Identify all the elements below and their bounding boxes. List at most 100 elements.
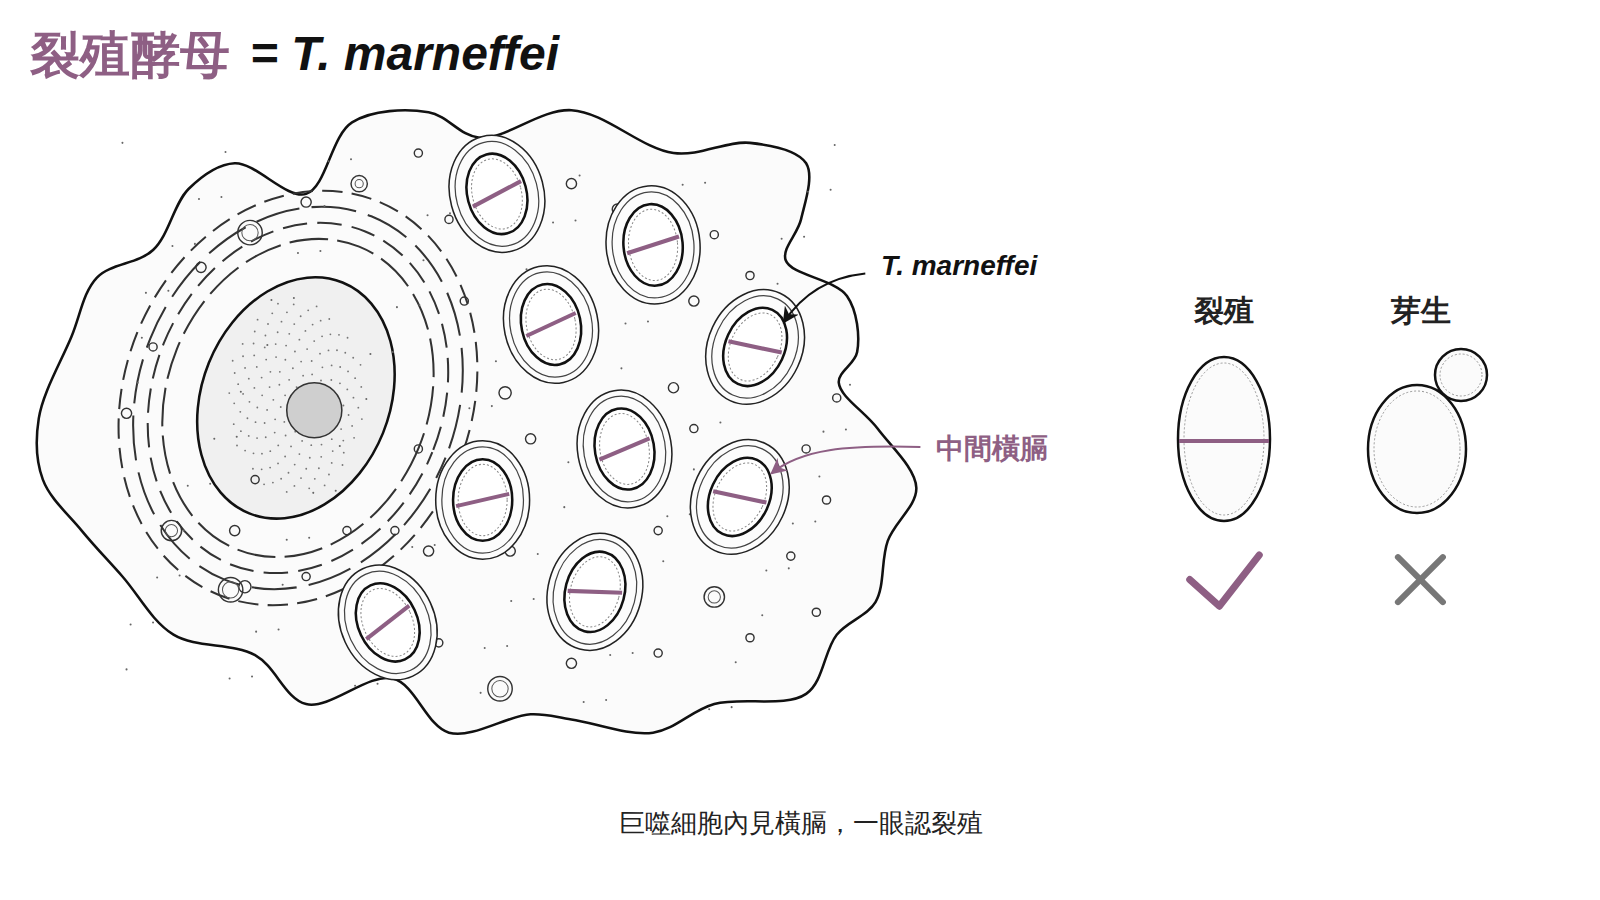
fission-cell: 裂殖 xyxy=(1144,291,1304,531)
cytoplasm-dot xyxy=(156,577,158,579)
vesicle xyxy=(710,231,718,239)
chromatin xyxy=(284,456,286,458)
chromatin xyxy=(348,414,350,416)
chromatin xyxy=(357,407,359,409)
chromatin xyxy=(265,436,267,438)
chromatin xyxy=(332,450,334,452)
vesicle xyxy=(704,587,724,607)
cytoplasm-dot xyxy=(220,196,222,198)
cytoplasm-dot xyxy=(319,250,321,252)
cross-mark xyxy=(1398,557,1443,602)
cytoplasm-dot xyxy=(708,708,710,710)
cytoplasm-dot xyxy=(312,492,314,494)
cytoplasm-dot xyxy=(822,431,824,433)
chromatin xyxy=(316,305,318,307)
node-heading: 裂殖 xyxy=(1144,291,1304,331)
cytoplasm-dot xyxy=(145,292,147,294)
yeast-cell xyxy=(688,273,823,420)
chromatin xyxy=(277,462,279,464)
cytoplasm-dot xyxy=(350,158,352,160)
node-heading: 芽生 xyxy=(1341,291,1501,331)
chromatin xyxy=(288,379,290,381)
chromatin xyxy=(277,331,279,333)
chromatin xyxy=(265,335,267,337)
chromatin xyxy=(360,386,362,388)
cytoplasm-dot xyxy=(849,384,851,386)
cytoplasm-dot xyxy=(411,546,413,548)
chromatin xyxy=(263,483,265,485)
chromatin xyxy=(321,444,323,446)
septum xyxy=(626,236,680,253)
chromatin xyxy=(277,303,279,305)
cytoplasm-dot xyxy=(567,461,569,463)
vesicle xyxy=(301,197,311,207)
chromatin xyxy=(347,370,349,372)
cytoplasm-dot xyxy=(377,683,379,685)
chromatin xyxy=(255,421,257,423)
chromatin xyxy=(310,444,312,446)
vesicle xyxy=(343,527,351,535)
chromatin xyxy=(242,343,244,345)
vesicle xyxy=(708,591,720,603)
cytoplasm-dot xyxy=(818,476,820,478)
cytoplasm-dot xyxy=(777,283,779,285)
cytoplasm-dot xyxy=(834,144,836,146)
septum xyxy=(713,480,766,514)
chromatin xyxy=(307,309,309,311)
cytoplasm-dot xyxy=(624,322,626,324)
vesicle xyxy=(746,634,754,642)
cytoplasm-dot xyxy=(236,436,238,438)
cytoplasm-dot xyxy=(583,701,585,703)
chromatin xyxy=(278,384,280,386)
yeast-cell xyxy=(436,441,530,559)
chromatin xyxy=(253,387,255,389)
vesicle xyxy=(302,572,310,580)
chromatin xyxy=(242,393,244,395)
chromatin xyxy=(242,355,244,357)
vesicle xyxy=(668,383,678,393)
endoplasmic-reticulum xyxy=(96,177,499,619)
chromatin xyxy=(248,435,250,437)
chromatin xyxy=(284,394,286,396)
vesicle xyxy=(445,215,453,223)
chromatin xyxy=(328,318,330,320)
cytoplasm-dot xyxy=(171,245,173,247)
chromatin xyxy=(233,402,235,404)
chromatin xyxy=(313,340,315,342)
chromatin xyxy=(329,333,331,335)
cytoplasm-dot xyxy=(761,614,763,616)
cytoplasm-dot xyxy=(270,299,272,301)
chromatin xyxy=(293,323,295,325)
septum xyxy=(597,438,651,459)
cytoplasm-dot xyxy=(198,198,200,200)
chromatin xyxy=(266,409,268,411)
cytoplasm-dot xyxy=(266,344,268,346)
chromatin xyxy=(294,351,296,353)
chromatin xyxy=(298,453,300,455)
chromatin xyxy=(293,485,295,487)
yeast-cell xyxy=(568,383,681,516)
cytoplasm-dot xyxy=(328,160,330,162)
chromatin xyxy=(265,359,267,361)
check-mark xyxy=(1190,555,1259,606)
chromatin xyxy=(264,346,266,348)
vesicle xyxy=(149,343,157,351)
chromatin xyxy=(339,382,341,384)
cytoplasm-dot xyxy=(137,382,139,384)
vesicle xyxy=(414,445,422,453)
cytoplasm-dot xyxy=(781,238,783,240)
vesicle xyxy=(121,408,131,418)
leader-line xyxy=(771,446,920,473)
cytoplasm-dot xyxy=(308,537,310,539)
vesicle xyxy=(690,424,698,432)
chromatin xyxy=(256,407,258,409)
cytoplasm-dot xyxy=(213,438,215,440)
chromatin xyxy=(249,401,251,403)
chromatin xyxy=(274,418,276,420)
chromatin xyxy=(344,352,346,354)
cytoplasm-dot xyxy=(533,598,535,600)
chromatin xyxy=(272,399,274,401)
cytoplasm-dot xyxy=(422,259,424,261)
chromatin xyxy=(328,349,330,351)
chromatin xyxy=(283,421,285,423)
